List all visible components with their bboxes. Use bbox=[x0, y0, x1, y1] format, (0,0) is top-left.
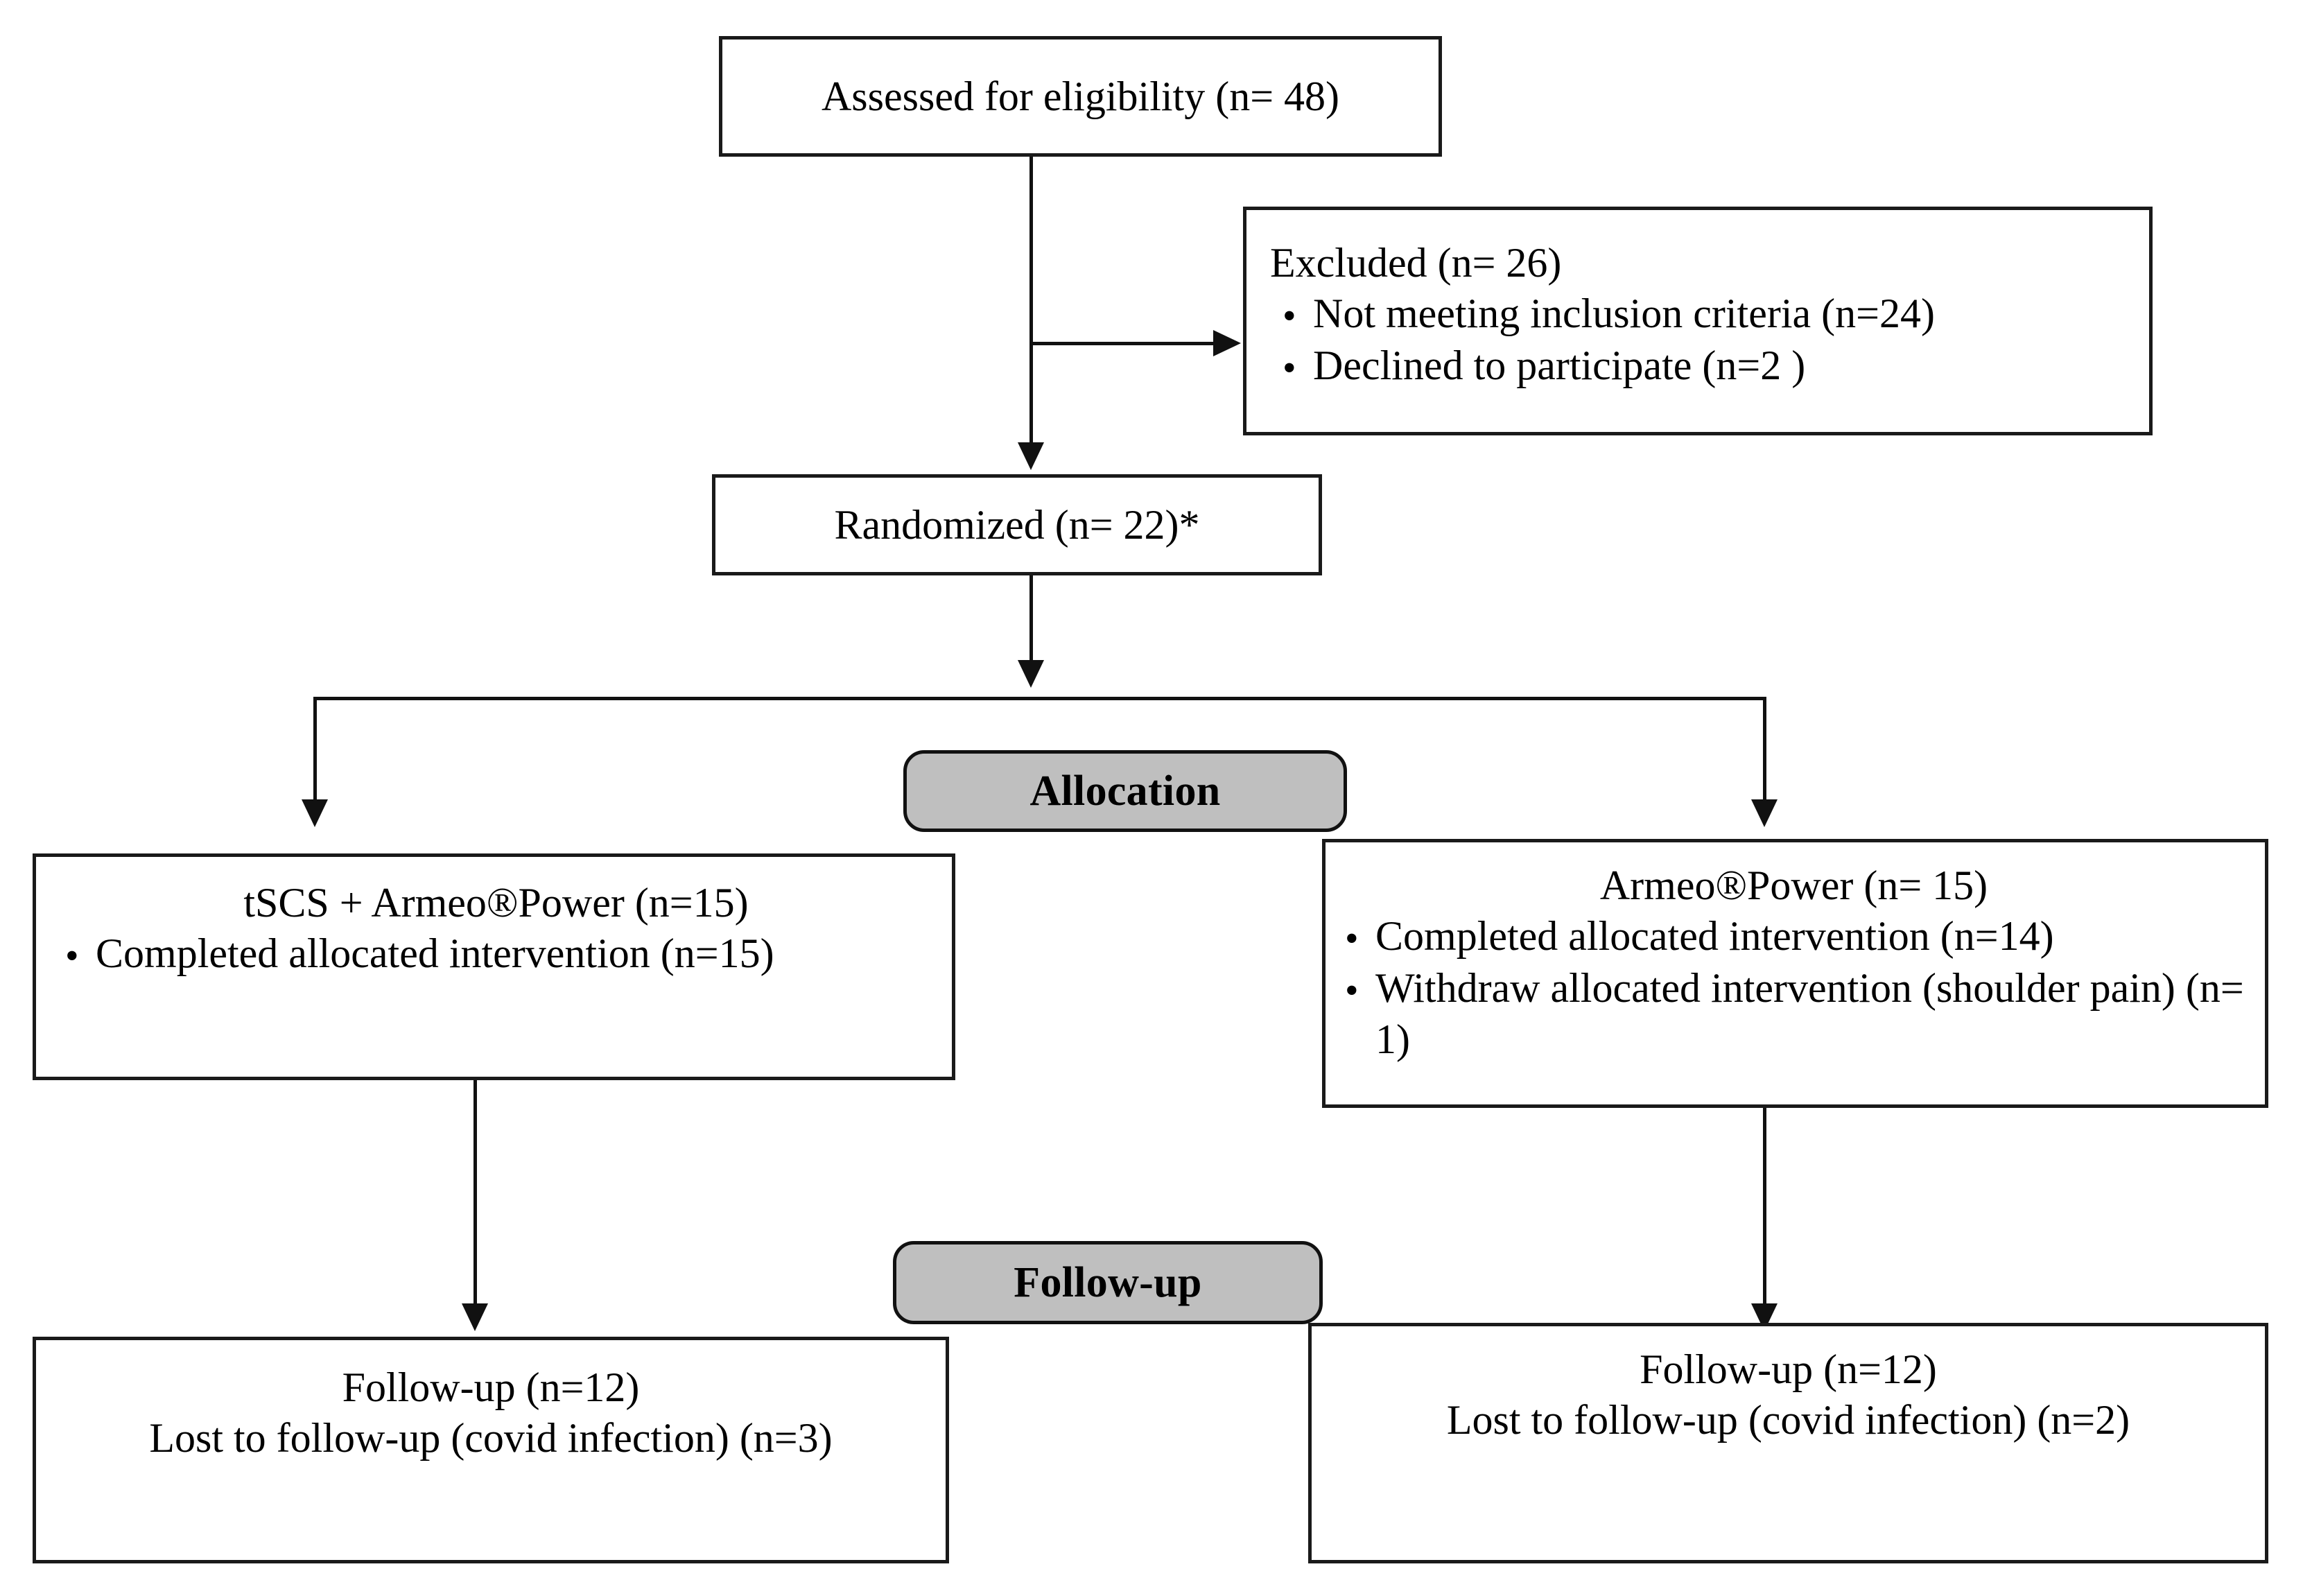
alloc-left-title: tSCS + Armeo®Power (n=15) bbox=[243, 880, 749, 926]
banner-followup: Follow-up bbox=[893, 1241, 1323, 1324]
arrowhead-randomized-split bbox=[1018, 660, 1044, 688]
bullet-icon: • bbox=[1283, 346, 1296, 390]
excluded-bullet-2: Declined to participate (n=2 ) bbox=[1313, 342, 1806, 389]
assessed-title: Assessed for eligibility (n= 48) bbox=[821, 73, 1340, 119]
followup-right-line1: Follow-up (n=12) bbox=[1640, 1346, 1937, 1392]
split-bar-allocation bbox=[313, 697, 1766, 700]
connector-split-right bbox=[1763, 697, 1766, 799]
followup-left-line2: Lost to follow-up (covid infection) (n=3… bbox=[149, 1415, 833, 1461]
bullet-icon: • bbox=[65, 934, 79, 978]
banner-allocation-label: Allocation bbox=[1029, 767, 1221, 815]
connector-randomized-down bbox=[1029, 575, 1033, 660]
arrowhead-alloc-right bbox=[1751, 799, 1778, 827]
connector-right-alloc-to-followup bbox=[1763, 1108, 1766, 1303]
node-allocation-left: tSCS + Armeo®Power (n=15) • Completed al… bbox=[33, 853, 955, 1080]
connector-assessed-to-randomized bbox=[1029, 157, 1033, 442]
node-excluded: Excluded (n= 26) • Not meeting inclusion… bbox=[1243, 207, 2153, 435]
node-assessed-for-eligibility: Assessed for eligibility (n= 48) bbox=[719, 36, 1442, 157]
banner-allocation: Allocation bbox=[903, 750, 1347, 832]
alloc-right-bullet-list: • Completed allocated intervention (n=14… bbox=[1332, 911, 2255, 1065]
node-followup-left: Follow-up (n=12) Lost to follow-up (covi… bbox=[33, 1337, 949, 1563]
alloc-left-bullet-list: • Completed allocated intervention (n=15… bbox=[53, 928, 939, 979]
list-item: • Declined to participate (n=2 ) bbox=[1270, 340, 2135, 391]
followup-left-line1: Follow-up (n=12) bbox=[342, 1364, 640, 1410]
connector-split-left bbox=[313, 697, 317, 799]
alloc-right-bullet-1: Completed allocated intervention (n=14) bbox=[1375, 913, 2054, 960]
alloc-right-bullet-2: Withdraw allocated intervention (shoulde… bbox=[1375, 965, 2244, 1062]
node-randomized: Randomized (n= 22)* bbox=[712, 474, 1322, 575]
list-item: • Not meeting inclusion criteria (n=24) bbox=[1270, 288, 2135, 339]
bullet-icon: • bbox=[1345, 969, 1359, 1012]
bullet-icon: • bbox=[1345, 917, 1359, 960]
list-item: • Completed allocated intervention (n=15… bbox=[53, 928, 939, 979]
excluded-bullet-list: • Not meeting inclusion criteria (n=24) … bbox=[1270, 288, 2135, 391]
excluded-title: Excluded (n= 26) bbox=[1270, 240, 1562, 286]
connector-to-excluded bbox=[1029, 342, 1213, 345]
arrowhead-to-randomized bbox=[1018, 442, 1044, 470]
alloc-right-title: Armeo®Power (n= 15) bbox=[1599, 862, 1988, 908]
list-item: • Withdraw allocated intervention (shoul… bbox=[1332, 963, 2255, 1064]
list-item: • Completed allocated intervention (n=14… bbox=[1332, 911, 2255, 962]
arrowhead-followup-left bbox=[462, 1303, 488, 1331]
banner-followup-label: Follow-up bbox=[1014, 1258, 1202, 1306]
randomized-title: Randomized (n= 22)* bbox=[834, 502, 1200, 548]
excluded-bullet-1: Not meeting inclusion criteria (n=24) bbox=[1313, 290, 1935, 337]
node-followup-right: Follow-up (n=12) Lost to follow-up (covi… bbox=[1308, 1323, 2268, 1563]
followup-right-line2: Lost to follow-up (covid infection) (n=2… bbox=[1446, 1397, 2130, 1443]
arrowhead-alloc-left bbox=[302, 799, 328, 827]
arrowhead-to-excluded bbox=[1213, 330, 1241, 356]
alloc-left-bullet-1: Completed allocated intervention (n=15) bbox=[96, 930, 774, 977]
bullet-icon: • bbox=[1283, 294, 1296, 338]
node-allocation-right: Armeo®Power (n= 15) • Completed allocate… bbox=[1322, 839, 2268, 1108]
connector-left-alloc-to-followup bbox=[473, 1080, 477, 1303]
